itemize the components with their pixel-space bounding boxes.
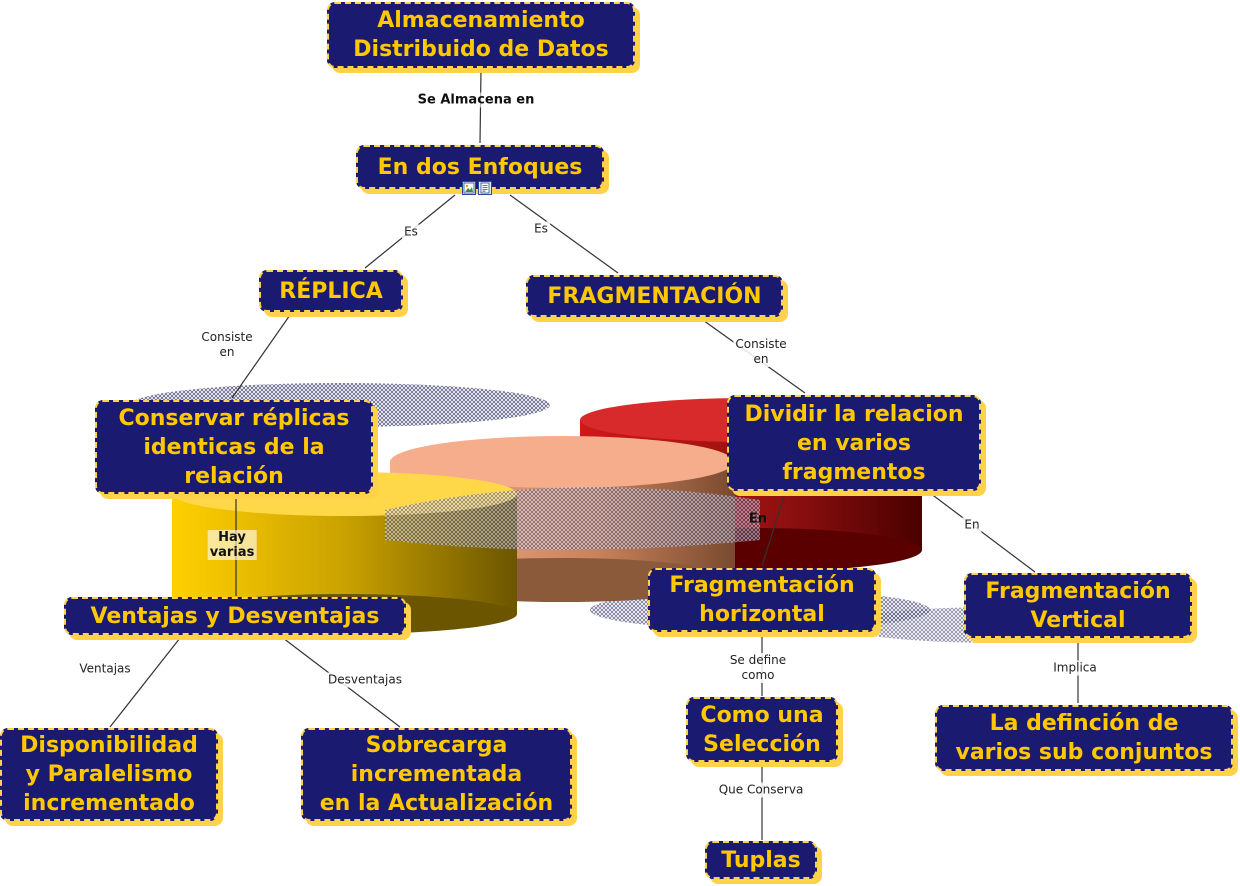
node-disponibilidad[interactable]: Disponibilidad y Paralelismo incrementad…	[0, 728, 218, 821]
link-label-consiste-right: Consiste en	[733, 337, 789, 367]
link-label-que-conserva: Que Conserva	[716, 782, 806, 798]
node-sobrecarga[interactable]: Sobrecarga incrementada en la Actualizac…	[301, 728, 572, 821]
link-label-en-right: En	[962, 517, 982, 533]
link-label-consiste-left: Consiste en	[199, 330, 255, 360]
link-label-se-define: Se define como	[727, 653, 789, 683]
hatch-overlay	[385, 487, 760, 550]
node-subconjuntos[interactable]: La definción de varios sub conjuntos	[935, 705, 1233, 771]
node-frag-horizontal[interactable]: Fragmentación horizontal	[648, 568, 876, 632]
link-label-es-left: Es	[402, 224, 420, 240]
link-label-implica: Implica	[1051, 660, 1099, 676]
link-label-en-left: En	[748, 511, 768, 527]
salmon-cylinder-top	[390, 436, 734, 488]
node-seleccion[interactable]: Como una Selección	[686, 697, 838, 762]
node-tuplas[interactable]: Tuplas	[705, 841, 817, 879]
link-line	[109, 637, 181, 728]
node-conservar[interactable]: Conservar réplicas identicas de la relac…	[95, 400, 373, 494]
link-line	[231, 314, 291, 399]
link-label-desventajas: Desventajas	[326, 672, 404, 688]
node-resource-icons	[462, 181, 492, 195]
link-label-ventajas: Ventajas	[77, 661, 133, 677]
node-almacenamiento[interactable]: Almacenamiento Distribuido de Datos	[327, 2, 635, 68]
image-icon[interactable]	[462, 181, 476, 195]
node-ventajas[interactable]: Ventajas y Desventajas	[64, 597, 406, 635]
node-fragmentacion[interactable]: FRAGMENTACIÓN	[526, 275, 783, 317]
node-frag-vertical[interactable]: Fragmentación Vertical	[964, 573, 1192, 638]
link-line	[929, 492, 1036, 573]
document-icon[interactable]	[478, 181, 492, 195]
node-replica[interactable]: RÉPLICA	[259, 270, 403, 312]
link-label-se-almacena: Se Almacena en	[415, 92, 537, 108]
link-label-es-right: Es	[532, 221, 550, 237]
link-line	[509, 194, 619, 274]
link-label-hay-varias: Hay varias	[207, 530, 257, 560]
link-line	[761, 492, 786, 567]
node-dividir[interactable]: Dividir la relacion en varios fragmentos	[727, 395, 981, 491]
